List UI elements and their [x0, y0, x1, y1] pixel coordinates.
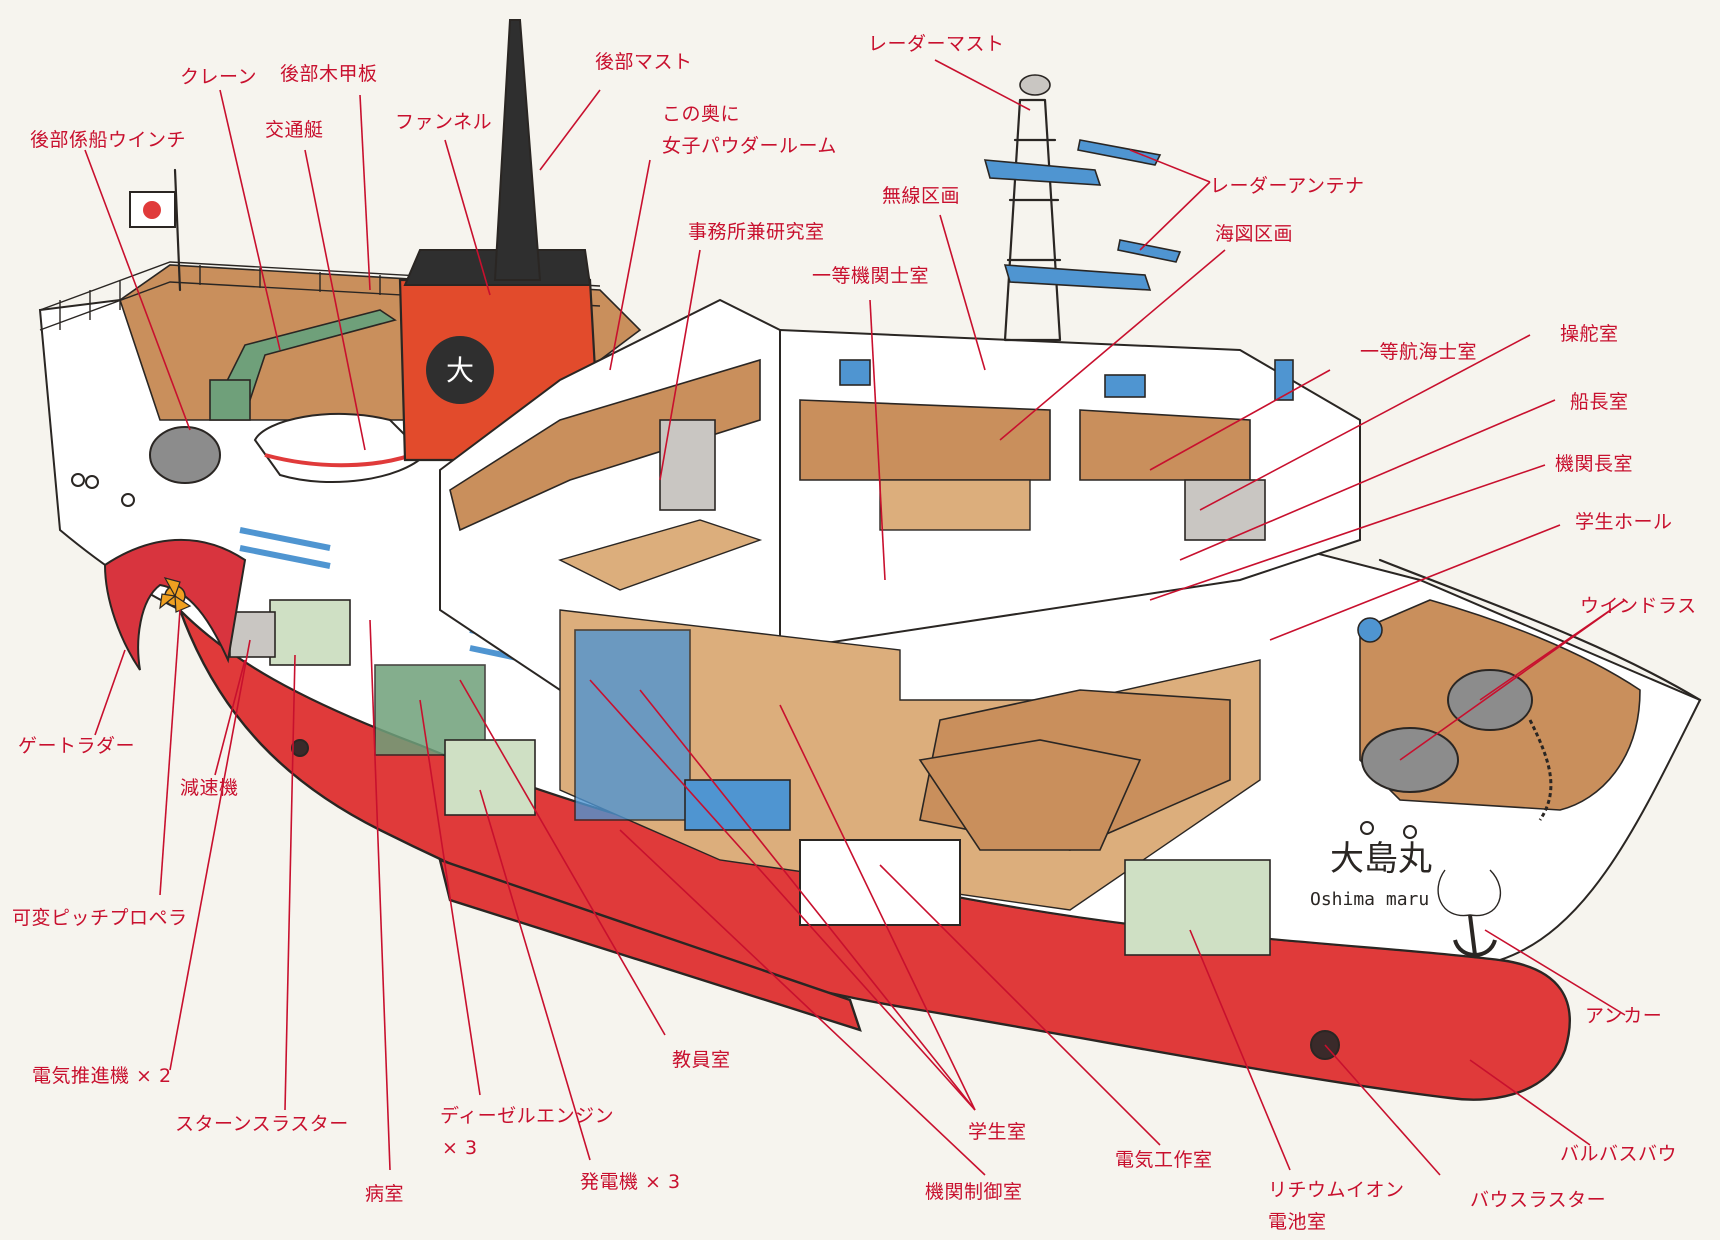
label-electrical-workshop: 電気工作室 [1115, 1149, 1213, 1171]
label-bow-thruster: バウスラスター [1470, 1189, 1606, 1211]
label-diesel-line2: × 3 [442, 1137, 478, 1159]
aft-mast [493, 19, 542, 281]
label-electric-motor: 電気推進機 × 2 [32, 1065, 172, 1087]
label-tender-boat: 交通艇 [265, 119, 324, 141]
chart-table [879, 479, 1031, 531]
ship-name-kanji: 大島丸 [1330, 839, 1432, 879]
electrical-workshop [799, 839, 961, 926]
label-powder-room-line2: 女子パウダールーム [662, 135, 837, 157]
bridge-window [1274, 359, 1294, 401]
japan-flag-sun [143, 201, 161, 219]
label-powder-room-line1: この奥に [662, 103, 740, 125]
label-battery-line2: 電池室 [1268, 1211, 1327, 1233]
blue-stripe-aft [239, 527, 331, 551]
label-student-hall: 学生ホール [1575, 511, 1673, 533]
anchor-chain [1528, 719, 1553, 821]
label-gate-rudder: ゲートラダー [18, 735, 135, 757]
porthole-icon [85, 475, 99, 489]
funnel-emblem-ring [426, 336, 494, 404]
gate-rudder [103, 538, 247, 671]
label-diesel-line1: ディーゼルエンジン [440, 1105, 614, 1127]
classroom-floor [918, 739, 1142, 851]
mid-deck-wood [449, 358, 761, 532]
radar-platform-lower [1003, 264, 1152, 291]
label-bulbous-bow: バルバスバウ [1560, 1143, 1677, 1165]
keel-skeg [438, 858, 862, 1032]
label-engine-control: 機関制御室 [925, 1181, 1023, 1203]
label-student-rooms: 学生室 [968, 1121, 1027, 1143]
callout-labels: 後部係船ウインチ クレーン 後部木甲板 交通艇 ファンネル 後部マスト この奥に… [12, 33, 1697, 1233]
windlass-drum-2 [1361, 727, 1459, 793]
label-crane: クレーン [180, 66, 257, 88]
mooring-winch [149, 426, 221, 484]
bridge-deck-wood [799, 399, 1051, 481]
label-chief-engineer: 機関長室 [1555, 453, 1633, 475]
blue-stripe-aft-2 [239, 545, 331, 569]
electric-motor [229, 611, 276, 658]
bridge-window [839, 359, 871, 386]
label-radio-area: 無線区画 [882, 185, 960, 207]
bridge-deck-wood-2 [1079, 409, 1251, 481]
foredeck-edge [1378, 558, 1702, 702]
flag-pole [173, 168, 182, 292]
generator [444, 739, 536, 816]
label-office-lab: 事務所兼研究室 [688, 221, 825, 243]
label-generator: 発電機 × 3 [580, 1171, 681, 1193]
porthole-icon [71, 473, 85, 487]
label-funnel: ファンネル [395, 111, 492, 133]
porthole-icon [1403, 825, 1417, 839]
radar-dome [1019, 74, 1051, 96]
label-cpp: 可変ピッチプロペラ [12, 907, 188, 929]
label-chart-area: 海図区画 [1215, 223, 1293, 245]
bridge-window [1104, 374, 1146, 398]
radar-platform-upper [983, 159, 1102, 186]
radar-antenna-lower [1117, 239, 1182, 263]
label-radar-antenna: レーダーアンテナ [1210, 175, 1364, 197]
label-battery-line1: リチウムイオン [1268, 1179, 1405, 1201]
label-staff-room: 教員室 [672, 1049, 731, 1071]
ship-name-romaji: Oshima maru [1310, 889, 1429, 910]
radar-antenna-upper [1077, 139, 1162, 166]
label-stern-thruster: スターンスラスター [175, 1113, 349, 1135]
label-anchor: アンカー [1585, 1005, 1662, 1027]
radar-mast [1003, 98, 1062, 342]
reduction-gear [269, 599, 351, 666]
crane-base [209, 379, 251, 421]
label-aft-wood-deck: 後部木甲板 [280, 63, 378, 85]
mid-deck-wood-2 [558, 519, 763, 591]
engine-control-room [574, 629, 691, 821]
funnel-emblem: 大 [446, 354, 474, 387]
label-first-engineer: 一等機関士室 [812, 265, 929, 287]
label-radar-mast: レーダーマスト [868, 33, 1005, 55]
label-rear-mooring-winch: 後部係船ウインチ [30, 129, 186, 151]
label-wheelhouse: 操舵室 [1560, 323, 1619, 345]
windlass-drum [1447, 669, 1533, 731]
porthole-icon [121, 493, 135, 507]
anchor-icon [1437, 869, 1501, 957]
wheel-console [1184, 479, 1266, 541]
propeller-icon [159, 577, 192, 613]
leader-lines [84, 59, 1626, 1176]
label-aft-mast: 後部マスト [595, 51, 693, 73]
label-captain: 船長室 [1570, 391, 1629, 413]
office-shelf [659, 419, 716, 511]
label-sickbay: 病室 [365, 1183, 404, 1205]
porthole-icon [1360, 821, 1374, 835]
label-windlass: ウインドラス [1580, 595, 1697, 617]
engine-control-panel [684, 779, 791, 831]
label-first-officer: 一等航海士室 [1360, 341, 1477, 363]
label-reduction-gear: 減速機 [180, 777, 239, 799]
stern-thruster-port [291, 739, 309, 757]
battery-room [1124, 859, 1271, 956]
porthole-icon [1357, 617, 1383, 643]
